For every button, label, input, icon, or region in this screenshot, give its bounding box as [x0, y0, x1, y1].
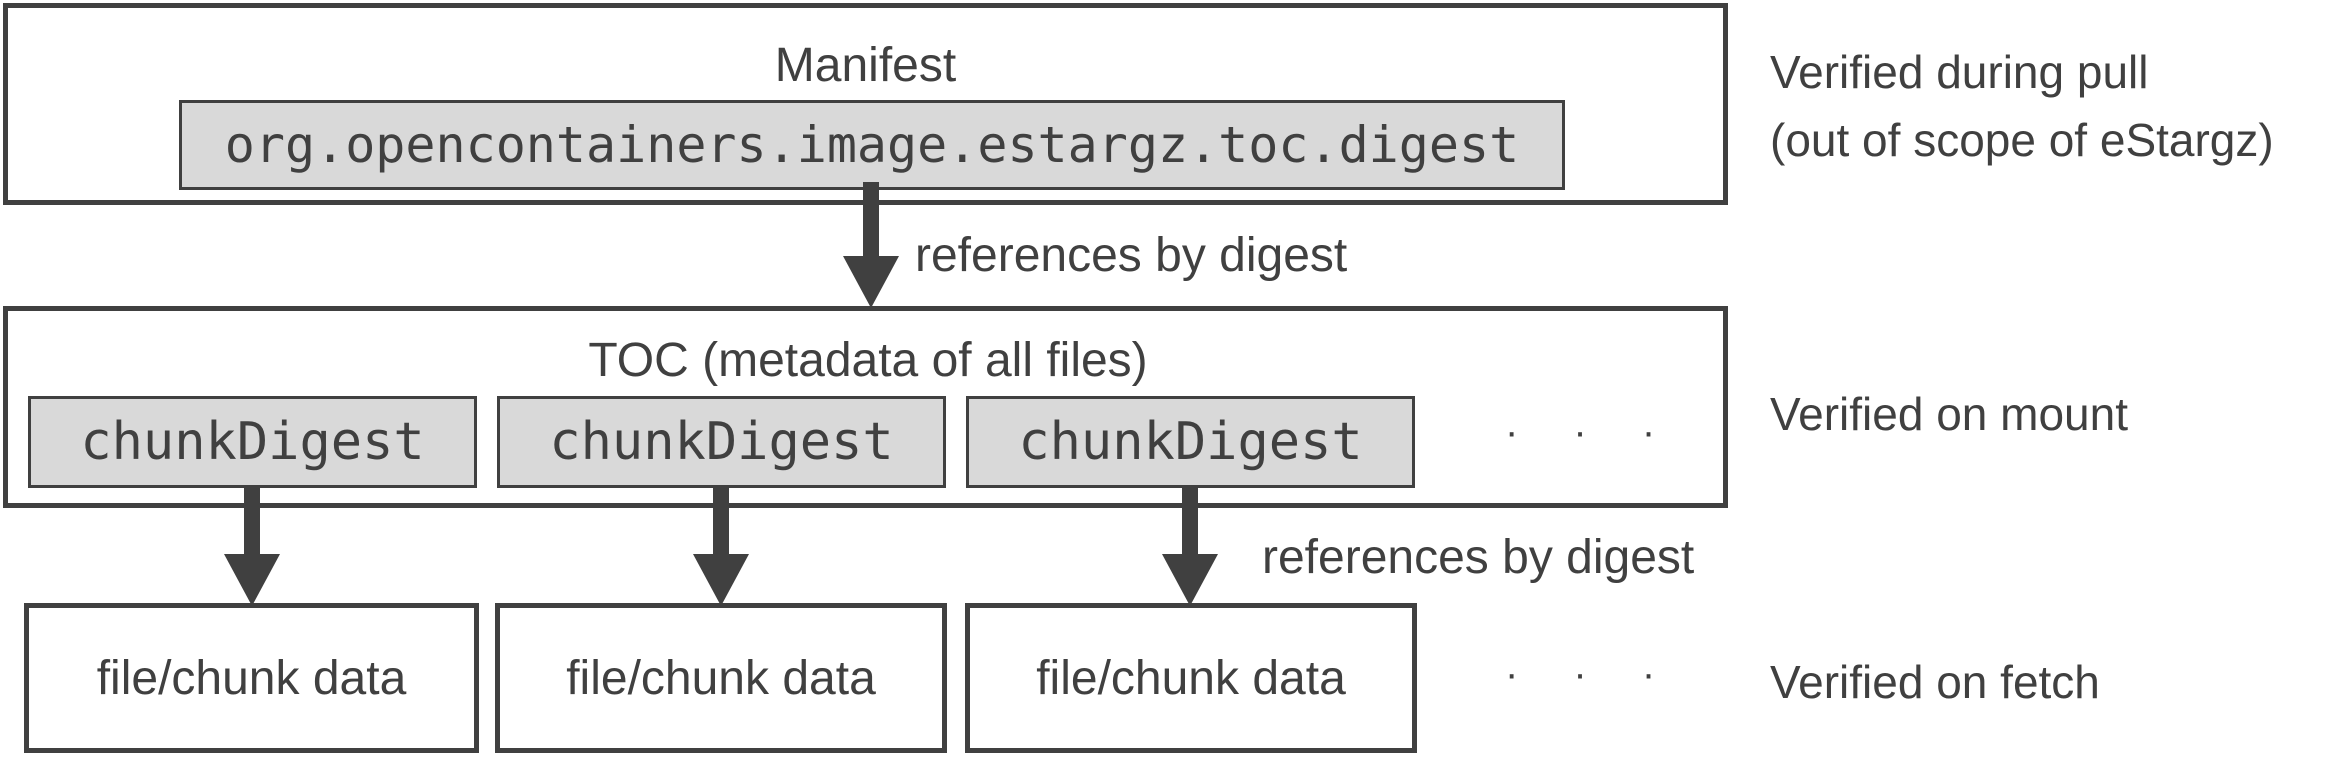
- arrow-chunk-to-data-2: [693, 486, 749, 606]
- arrow-manifest-to-toc: [843, 182, 899, 308]
- manifest-toc-digest-annotation: org.opencontainers.image.estargz.toc.dig…: [179, 100, 1565, 190]
- verified-pull-line1: Verified during pull: [1770, 46, 2149, 98]
- manifest-box: Manifest org.opencontainers.image.estarg…: [3, 3, 1728, 205]
- toc-title: TOC (metadata of all files): [588, 334, 1148, 387]
- data-ellipsis: · · ·: [1505, 652, 1678, 696]
- chunk-digest-box: chunkDigest: [966, 396, 1415, 488]
- references-label-bottom: references by digest: [1262, 531, 1695, 584]
- verified-pull-line2: (out of scope of eStargz): [1770, 114, 2274, 166]
- verified-fetch: Verified on fetch: [1770, 656, 2100, 708]
- chunk-digest-box: chunkDigest: [497, 396, 946, 488]
- file-chunk-data-box: file/chunk data: [965, 603, 1417, 753]
- arrow-chunk-to-data-3: [1162, 486, 1218, 606]
- manifest-title: Manifest: [774, 39, 957, 92]
- file-chunk-data-box: file/chunk data: [24, 603, 479, 753]
- verified-mount: Verified on mount: [1770, 388, 2129, 440]
- references-label-top: references by digest: [915, 229, 1348, 282]
- chunk-digest-box: chunkDigest: [28, 396, 477, 488]
- file-chunk-data-box: file/chunk data: [495, 603, 947, 753]
- arrow-chunk-to-data-1: [224, 486, 280, 606]
- toc-ellipsis: · · ·: [1505, 410, 1678, 454]
